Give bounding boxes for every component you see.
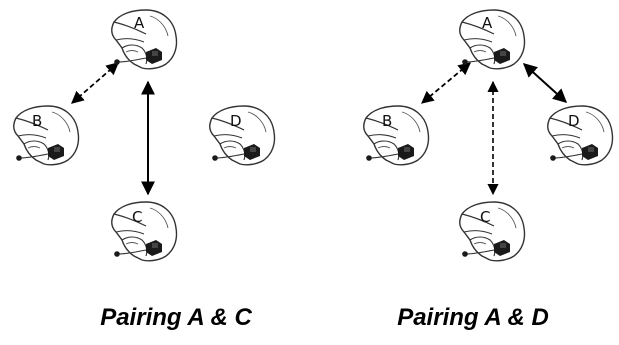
caption-pairing-a-c: Pairing A & C — [100, 304, 252, 331]
link-a-d-solid — [522, 63, 568, 103]
motorcycle-helmet-icon: C — [459, 201, 526, 262]
helmet-label-a: A — [134, 14, 145, 32]
motorcycle-helmet-icon: B — [363, 105, 430, 166]
diagram-pairing-a-d: A B C D — [363, 9, 614, 262]
caption-pairing-a-d: Pairing A & D — [397, 304, 549, 331]
helmet-label-c: C — [132, 208, 142, 226]
link-a-b-dashed — [421, 62, 471, 104]
motorcycle-helmet-icon: A — [111, 9, 178, 70]
motorcycle-helmet-icon: B — [13, 105, 80, 166]
link-a-b-dashed — [71, 62, 119, 104]
helmet-label-d: D — [230, 112, 242, 130]
motorcycle-helmet-icon: A — [459, 9, 526, 70]
helmet-label-d: D — [568, 112, 580, 130]
helmet-label-a: A — [482, 14, 493, 32]
motorcycle-helmet-icon: C — [111, 201, 178, 262]
diagram-pairing-a-c: A B C D — [13, 9, 276, 262]
helmet-label-b: B — [32, 112, 42, 130]
motorcycle-helmet-icon: D — [547, 105, 614, 166]
helmet-label-b: B — [382, 112, 392, 130]
helmet-label-c: C — [480, 208, 490, 226]
motorcycle-helmet-icon: D — [209, 105, 276, 166]
